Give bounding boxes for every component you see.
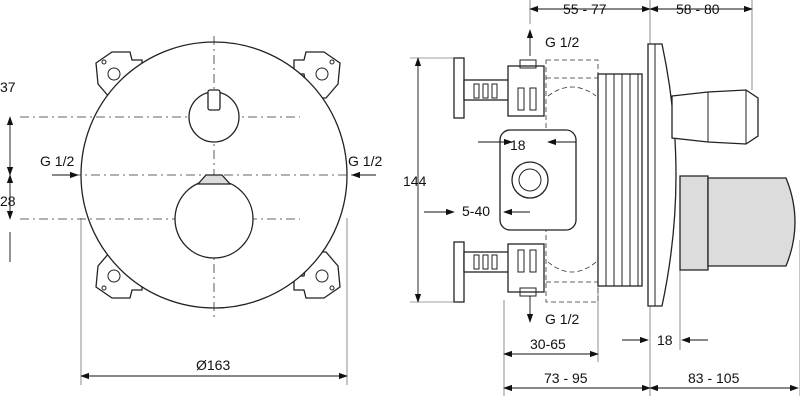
inlet-top	[453, 57, 545, 119]
inlet-bottom	[453, 241, 545, 303]
dim-18-top: 18	[510, 137, 526, 153]
dim-18-bottom: 18	[657, 332, 673, 348]
thermostat-knob	[174, 174, 254, 259]
dim-28: 28	[0, 193, 16, 209]
dim-55-77: 55 - 77	[563, 1, 607, 17]
side-view: G 1/2 G 1/2 144 18 5-40 55 - 77 58 - 80 …	[403, 0, 800, 396]
front-view: G 1/2 G 1/2 37 28 Ø163	[0, 36, 382, 385]
dim-30-65: 30-65	[530, 336, 566, 352]
dim-5-40: 5-40	[462, 203, 490, 219]
thermostat-knob-side	[679, 175, 796, 271]
dim-37: 37	[0, 79, 16, 95]
dim-73-95: 73 - 95	[544, 370, 588, 386]
dim-83-105: 83 - 105	[688, 370, 740, 386]
dim-144: 144	[403, 173, 427, 189]
g-label-bottom: G 1/2	[545, 311, 579, 327]
g-label-right: G 1/2	[348, 153, 382, 169]
cover-plate-profile	[647, 43, 677, 307]
g-label-top: G 1/2	[545, 34, 579, 50]
dim-diameter-163: Ø163	[196, 357, 230, 373]
diverter-knob-side	[671, 89, 759, 145]
threaded-body	[597, 73, 643, 287]
dim-58-80: 58 - 80	[676, 1, 720, 17]
g-label-left: G 1/2	[40, 153, 74, 169]
diverter-knob	[188, 89, 240, 143]
